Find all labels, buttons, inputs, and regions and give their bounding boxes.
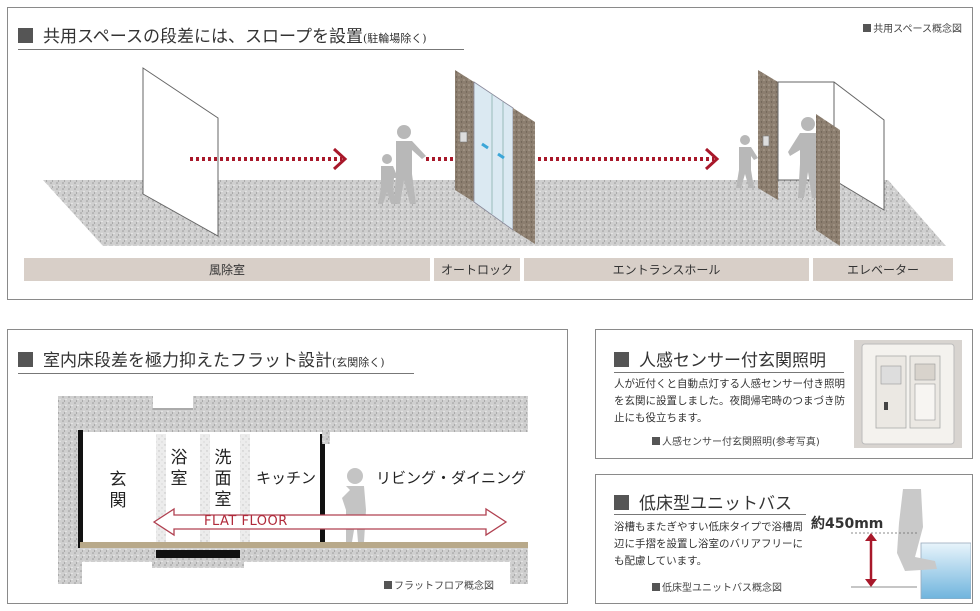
adult-figure-icon <box>394 125 426 204</box>
caption-square-icon <box>863 24 872 32</box>
room-entrance: 玄関 <box>109 470 127 511</box>
bath-illustration <box>851 489 971 599</box>
ceiling-slab <box>58 396 528 432</box>
room-bath: 浴室 <box>170 448 188 489</box>
flat-floor-caption-text: フラットフロア概念図 <box>394 581 494 592</box>
room-kitchen: キッチン <box>256 469 317 487</box>
room-washroom: 洗面室 <box>214 448 232 510</box>
bath-title-underline <box>614 514 806 515</box>
sensor-title-underline <box>614 372 844 373</box>
shared-space-title: 共用スペースの段差には、スロープを設置(駐輪場除く) <box>18 22 427 47</box>
sensor-caption-text: 人感センサー付玄関照明(参考写真) <box>662 437 820 448</box>
sensor-caption: 人感センサー付玄関照明(参考写真) <box>652 433 820 448</box>
flat-floor-section <box>58 396 528 584</box>
elevator-button-icon <box>762 135 770 147</box>
flat-floor-title-main: 室内床段差を極力抑えたフラット設計 <box>43 351 332 371</box>
zone-entrance-hall-label: エントランスホール <box>612 263 721 277</box>
elevator-wood-wall <box>758 70 778 200</box>
bath-height-label: 約450mm <box>811 516 884 532</box>
flat-floor-title: 室内床段差を極力抑えたフラット設計(玄関除く) <box>18 346 385 371</box>
bath-wall-right <box>200 434 210 548</box>
autolock-sensor-icon <box>481 142 505 160</box>
flat-floor-title-underline <box>18 373 414 374</box>
foundation-left <box>58 560 82 584</box>
zone-entrance-hall: エントランスホール <box>524 258 809 281</box>
flat-floor-label: FLAT FLOOR <box>204 514 288 529</box>
slope-arrow-1-head <box>332 147 348 171</box>
title-square-icon <box>614 495 629 510</box>
shared-space-caption-text: 共用スペース概念図 <box>873 24 962 35</box>
bathtub-icon <box>920 542 971 599</box>
zone-elevator: エレベーター <box>813 258 953 281</box>
title-square-icon <box>614 352 629 367</box>
washroom-wall <box>240 434 250 548</box>
unit-bath-panel: 低床型ユニットバス 浴槽もまたぎやすい低床タイプで浴槽周辺に手摺を設置し浴室のバ… <box>595 474 973 604</box>
zone-windbreak: 風除室 <box>24 258 430 281</box>
standing-person-icon <box>342 468 366 542</box>
sensor-title: 人感センサー付玄関照明 <box>614 346 826 371</box>
bath-caption-text: 低床型ユニットバス概念図 <box>662 583 782 594</box>
shared-space-panel: 共用スペースの段差には、スロープを設置(駐輪場除く) 共用スペース概念図 <box>7 7 973 300</box>
shared-space-title-main: 共用スペースの段差には、スロープを設置 <box>43 27 363 47</box>
zone-autolock: オートロック <box>434 258 520 281</box>
sensor-light-panel: 人感センサー付玄関照明 人が近付くと自動点灯する人感センサー付き照明を玄関に設置… <box>595 329 973 459</box>
title-square-icon <box>18 28 33 43</box>
floor-wood-layer <box>80 542 528 550</box>
caption-square-icon <box>652 583 660 591</box>
bath-title-text: 低床型ユニットバス <box>639 494 792 514</box>
foundation-right <box>510 560 528 584</box>
shared-space-title-underline <box>18 49 464 50</box>
sensor-switch-photo <box>854 340 962 448</box>
bath-caption: 低床型ユニットバス概念図 <box>652 579 782 594</box>
left-outer-wall <box>58 432 80 548</box>
title-square-icon <box>18 352 33 367</box>
zone-autolock-label: オートロック <box>440 263 513 277</box>
kitchen-partition <box>320 434 325 546</box>
floor-slab <box>58 548 528 562</box>
shared-space-illustration <box>43 67 946 246</box>
caption-square-icon <box>652 437 660 445</box>
sensor-body: 人が近付くと自動点灯する人感センサー付き照明を玄関に設置しました。夜間帰宅時のつ… <box>614 378 845 424</box>
flat-floor-arrow <box>152 507 508 537</box>
flat-floor-panel: 室内床段差を極力抑えたフラット設計(玄関除く) <box>7 329 568 604</box>
autolock-wood-wall-right <box>513 108 535 244</box>
shared-space-title-sub: (駐輪場除く) <box>362 32 427 45</box>
child-figure-right-icon <box>736 135 758 188</box>
bath-title: 低床型ユニットバス <box>614 489 792 514</box>
zone-windbreak-label: 風除室 <box>208 263 245 277</box>
child-figure-icon <box>378 154 398 204</box>
autolock-panel-icon <box>459 131 468 143</box>
elevator-person-icon <box>788 117 818 198</box>
elevator-door-wood <box>816 114 840 246</box>
bath-floor-dip <box>156 550 240 558</box>
bath-wall-left <box>156 434 166 548</box>
slope-arrow-3-head <box>704 147 720 171</box>
leg-figure-icon <box>897 489 937 571</box>
entrance-door-line <box>78 430 83 548</box>
sensor-title-text: 人感センサー付玄関照明 <box>639 351 826 371</box>
flat-floor-caption: フラットフロア概念図 <box>384 577 494 592</box>
flat-floor-title-sub: (玄関除く) <box>332 356 385 369</box>
caption-square-icon <box>384 581 392 589</box>
windbreak-glass-wall <box>142 67 219 237</box>
zone-elevator-label: エレベーター <box>846 263 919 277</box>
room-living-dining: リビング・ダイニング <box>376 469 527 487</box>
shared-space-caption: 共用スペース概念図 <box>863 20 962 35</box>
bath-body: 浴槽もまたぎやすい低床タイプで浴槽周辺に手摺を設置し浴室のバリアフリーにも配慮し… <box>614 521 803 567</box>
